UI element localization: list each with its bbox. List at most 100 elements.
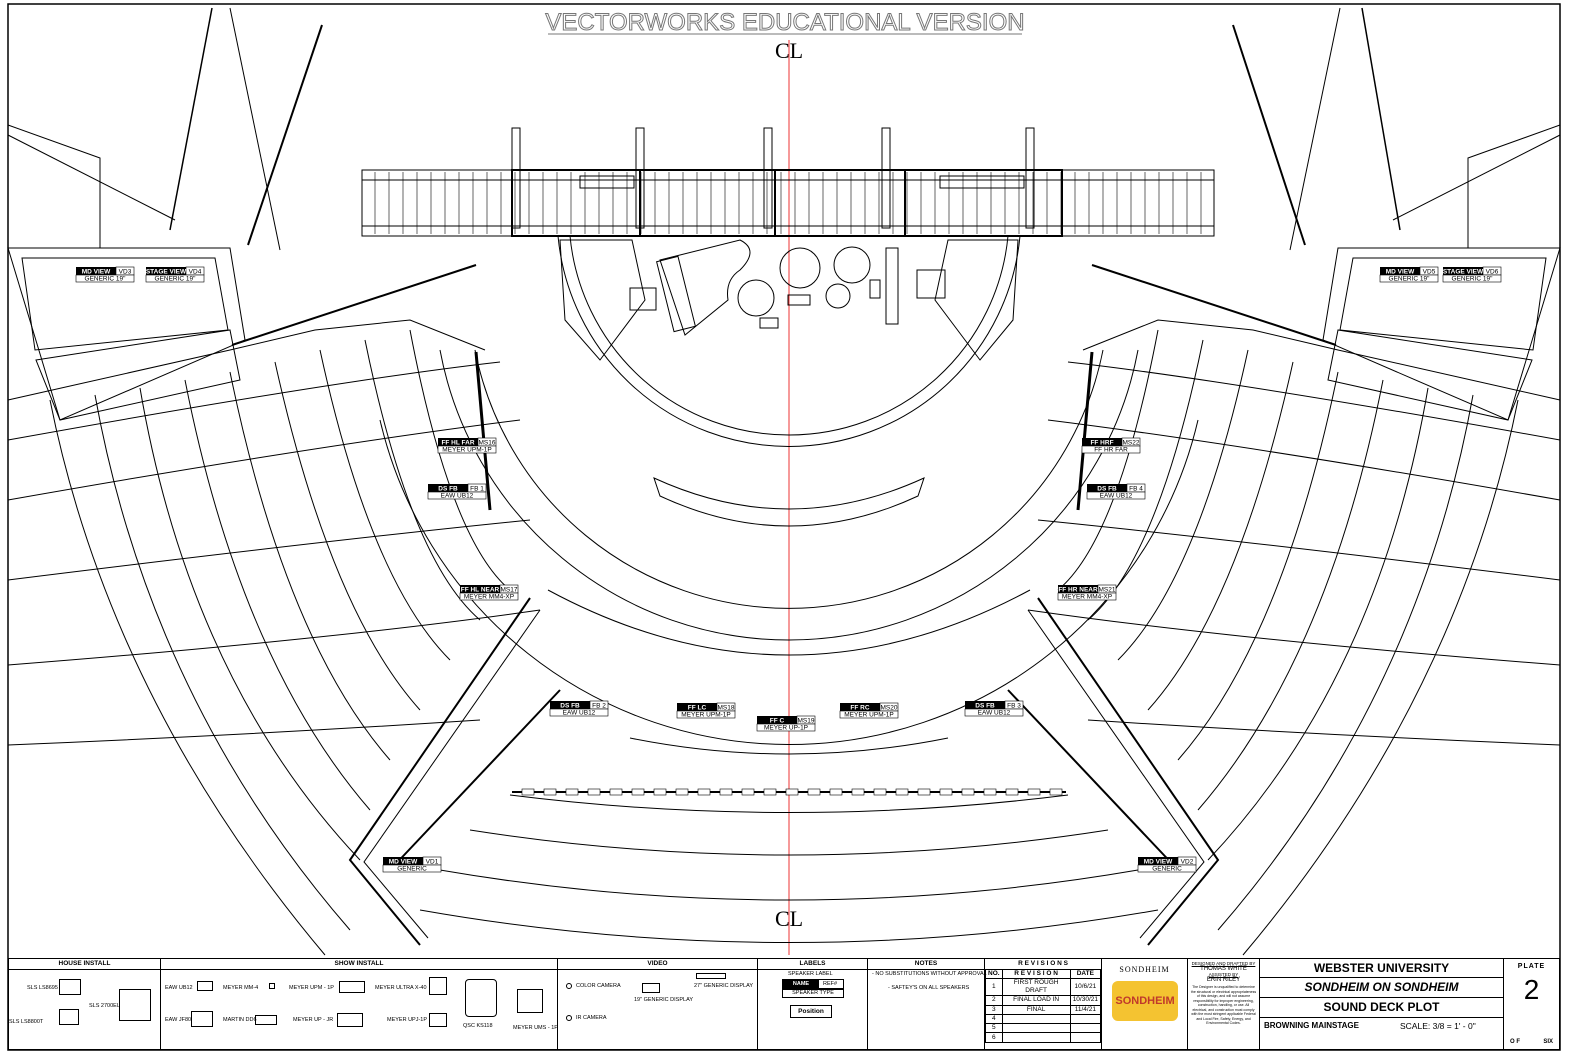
speaker-label-caption: SPEAKER LABEL — [788, 971, 833, 977]
label-ref: MS17 — [501, 586, 518, 593]
revision-cell-rev — [1001, 1023, 1071, 1034]
label-type-box — [75, 274, 135, 283]
position-sample: Position — [790, 1005, 832, 1018]
plate-number: 2 — [1523, 974, 1540, 1005]
label-type: MEYER UPM-1P — [442, 447, 491, 454]
show-item-dd6: MARTIN DD6 — [223, 1017, 257, 1023]
label-name-box — [550, 701, 590, 709]
rail-marker — [1005, 788, 1019, 796]
downstage-rail-markers — [521, 788, 1063, 796]
label-ref: VD2 — [1181, 858, 1194, 865]
vomitory-walls — [231, 264, 1337, 946]
rail-marker — [961, 788, 975, 796]
show-item-eaw-ub12: EAW UB12 — [165, 985, 193, 991]
rail-marker — [675, 788, 689, 796]
notes-section: NOTES - NO SUBSTITUTIONS WITHOUT APPROVA… — [868, 959, 987, 1049]
plate-label: PLATE — [1517, 963, 1546, 970]
revision-cell-date — [1069, 1023, 1102, 1034]
revision-cell-no: 1 — [985, 978, 1003, 997]
label-ref: FB 3 — [1007, 702, 1021, 709]
label-name: MD VIEW — [389, 858, 418, 865]
label-name: STAGE VIEW — [146, 268, 187, 275]
video-legend: VIDEO COLOR CAMERA 19" GENERIC DISPLAY 2… — [558, 959, 758, 1049]
label-name-box — [757, 716, 797, 724]
rail-marker — [697, 788, 711, 796]
show-item-mm4: MEYER MM-4 — [223, 985, 259, 991]
label-type: GENERIC 19" — [1389, 276, 1431, 283]
label-ref: MS22 — [1123, 439, 1140, 446]
label-type-box — [964, 708, 1024, 717]
scale-text: SCALE: 3/8 = 1' - 0" — [1400, 1021, 1476, 1031]
plate-section: PLATE 2 O F SIX — [1504, 959, 1559, 1049]
revision-cell-date — [1069, 1013, 1102, 1025]
label-type: GENERIC — [397, 866, 427, 873]
label-type-box — [549, 708, 609, 717]
house-install-heading: HOUSE INSTALL — [9, 959, 160, 970]
title-block: HOUSE INSTALL SLS LS8695 SLS 2700EL SLS … — [8, 958, 1560, 1050]
rail-marker — [565, 788, 579, 796]
house-item-3: SLS LS8800T — [9, 1019, 44, 1025]
show-item-upm1p: MEYER UPM - 1P — [289, 985, 334, 991]
rail-marker — [741, 788, 755, 796]
note-1: - NO SUBSTITUTIONS WITHOUT APPROVAL — [872, 971, 987, 977]
show-install-legend: SHOW INSTALL EAW UB12 MEYER MM-4 MEYER U… — [161, 959, 558, 1049]
designer-name: THOMAS WHITE — [1200, 966, 1247, 972]
upj1p-icon — [429, 1013, 447, 1027]
school-name: WEBSTER UNIVERSITY — [1260, 959, 1503, 978]
label-type-box — [145, 274, 205, 283]
label-type-box — [437, 445, 497, 454]
label-type-box — [839, 710, 899, 719]
rail-marker — [829, 788, 843, 796]
label-name-box — [1138, 857, 1178, 865]
label-name: FF LC — [688, 704, 707, 711]
label-type: EAW UB12 — [441, 493, 474, 500]
video-item-19-display: 19" GENERIC DISPLAY — [634, 997, 694, 1003]
house-install-legend: HOUSE INSTALL SLS LS8695 SLS 2700EL SLS … — [9, 959, 161, 1049]
label-name: MD VIEW — [1144, 858, 1173, 865]
sls2700-icon — [119, 989, 151, 1021]
jf80-icon — [191, 1011, 213, 1027]
label-type-box — [1086, 491, 1146, 500]
sheet-title: SOUND DECK PLOT — [1260, 997, 1503, 1018]
label-name: DS FB — [560, 702, 580, 709]
label-name-box — [1380, 267, 1420, 275]
revision-cell-rev: FINAL LOAD IN — [1001, 995, 1071, 1006]
credits-section: DESIGNED AND DRAFTED BY THOMAS WHITE ASS… — [1188, 959, 1260, 1049]
label-name: FF HL FAR — [441, 439, 474, 446]
label-ref: VD3 — [119, 268, 132, 275]
camera-icon — [566, 983, 572, 989]
rail-marker — [609, 788, 623, 796]
ums1p-icon — [517, 989, 543, 1013]
plate-total: SIX — [1543, 1039, 1553, 1045]
label-type: EAW UB12 — [563, 710, 596, 717]
show-item-upjr: MEYER UP - JR — [293, 1017, 334, 1023]
label-name: DS FB — [1097, 485, 1117, 492]
label-type: MEYER MM4-XP — [1062, 594, 1112, 601]
notes-heading: NOTES — [868, 959, 984, 970]
label-name-box — [383, 857, 423, 865]
label-type-box — [427, 491, 487, 500]
label-ref: FB 2 — [592, 702, 606, 709]
disclaimer-text: The Designer is unqualified to determine… — [1190, 985, 1257, 1025]
label-name-box — [76, 267, 116, 275]
rail-marker — [587, 788, 601, 796]
revision-cell-no: 6 — [985, 1032, 1003, 1043]
